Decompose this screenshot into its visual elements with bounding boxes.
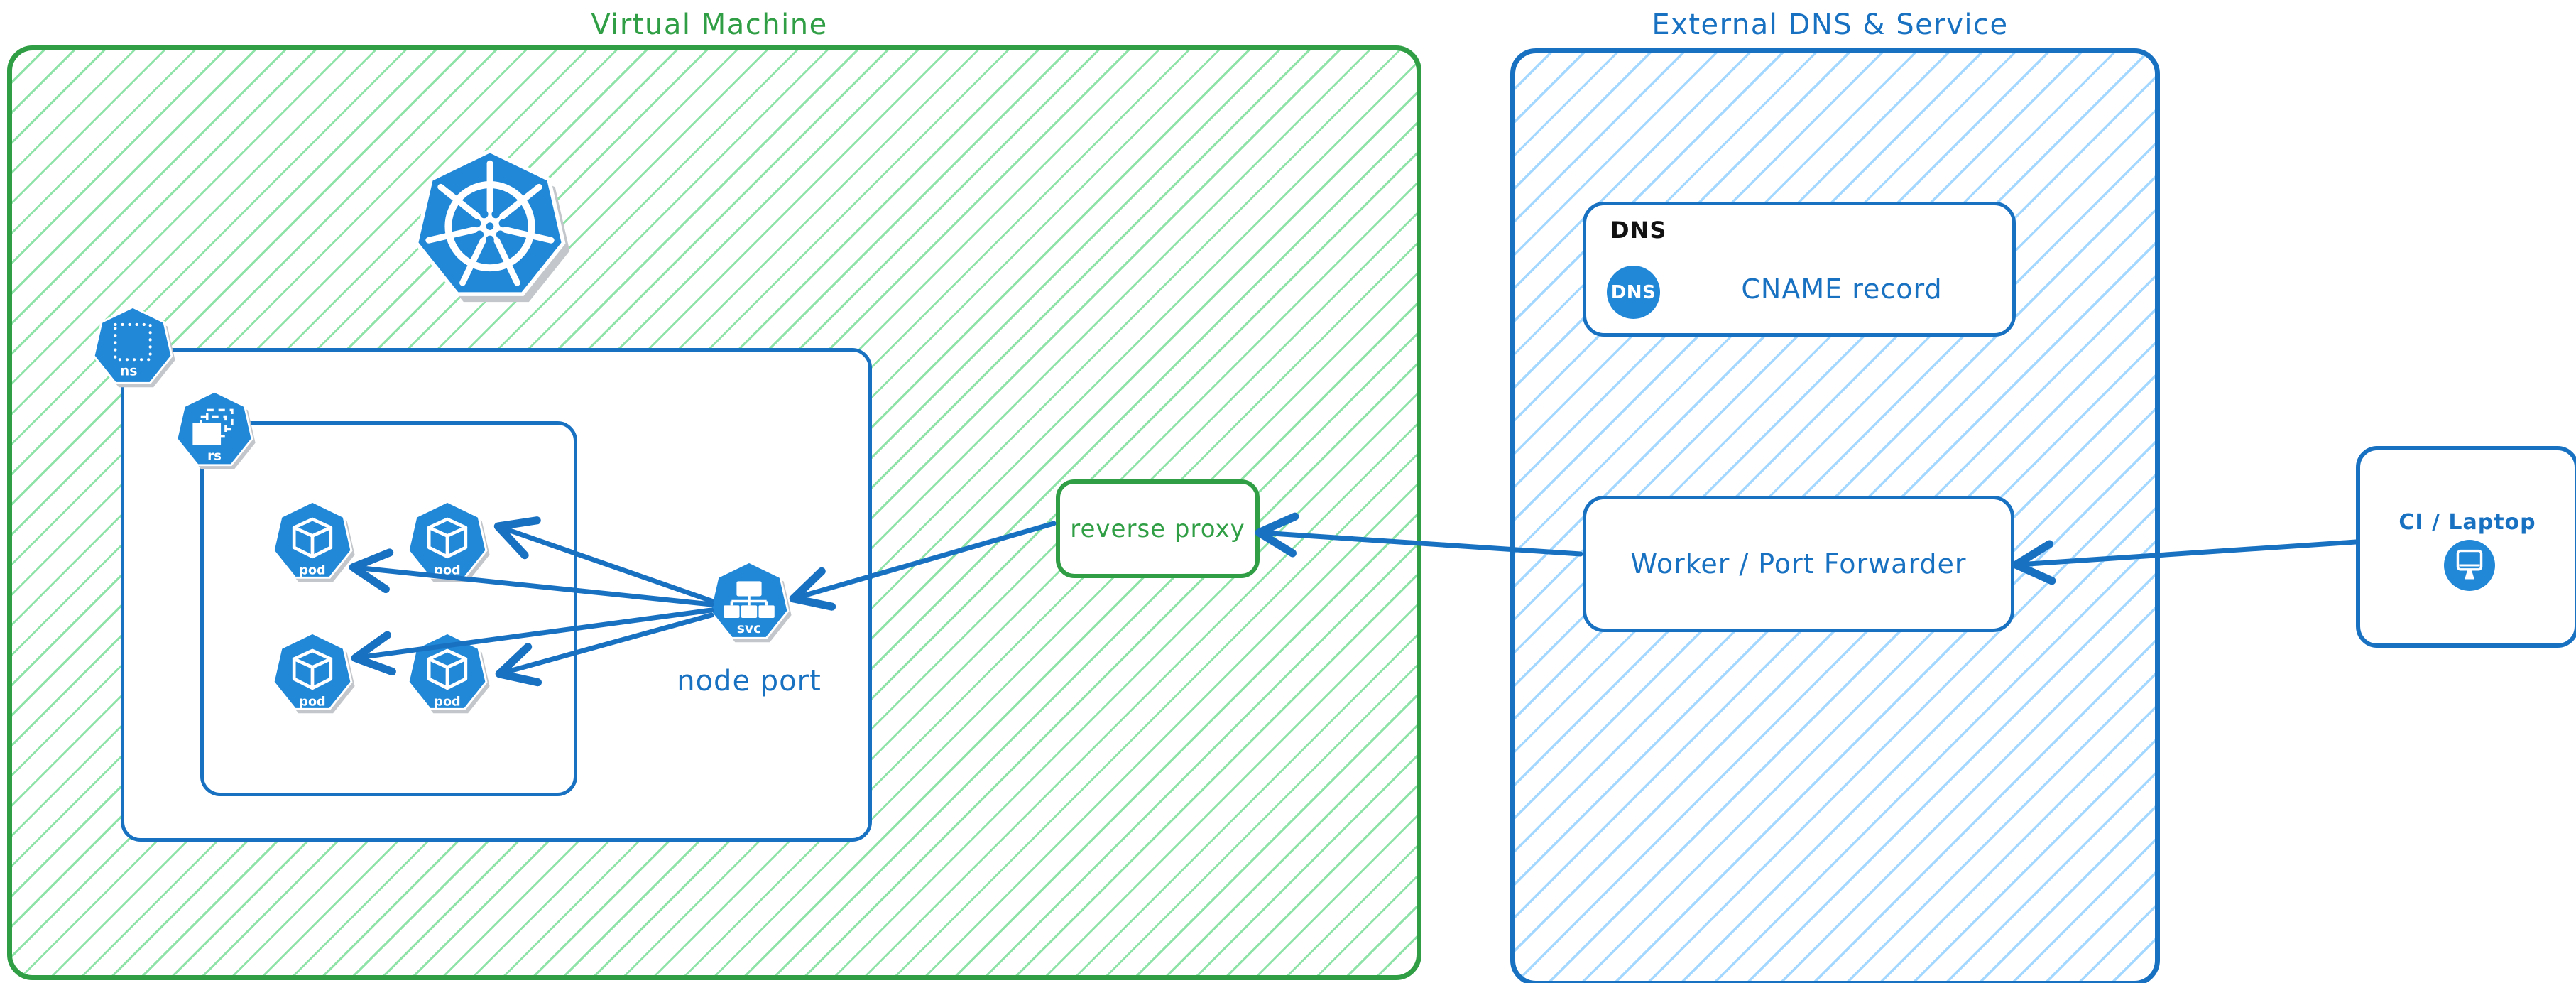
pod-icon-label: pod: [299, 695, 325, 709]
replicaset-box: [200, 421, 577, 796]
monitor-icon: [2444, 540, 2495, 591]
pod-icon-label: pod: [434, 563, 460, 577]
reverse-proxy-label: reverse proxy: [1070, 514, 1245, 543]
replicaset-icon: rs: [175, 390, 256, 470]
worker-label: Worker / Port Forwarder: [1630, 548, 1967, 580]
pod-icon-label: pod: [299, 563, 325, 577]
replicaset-icon-label: rs: [207, 449, 222, 464]
namespace-icon: ns: [92, 305, 176, 389]
pod-icon: pod: [272, 500, 356, 583]
dns-card-tag: DNS: [1610, 217, 1667, 244]
pod-icon-label: pod: [434, 695, 460, 709]
pod-icon: pod: [407, 500, 491, 583]
pod-icon: pod: [272, 631, 356, 715]
reverse-proxy-card: reverse proxy: [1056, 479, 1260, 578]
cname-record-label: CNAME record: [1741, 273, 1943, 305]
vm-region-title: Virtual Machine: [591, 9, 828, 41]
dns-card: DNS DNS CNAME record: [1583, 202, 2016, 337]
namespace-icon-label: ns: [120, 364, 138, 379]
pod-icon: pod: [407, 631, 491, 715]
worker-card: Worker / Port Forwarder: [1583, 496, 2014, 632]
dns-badge: DNS: [1607, 266, 1660, 319]
ci-label: CI / Laptop: [2398, 510, 2536, 535]
ci-card: CI / Laptop: [2356, 446, 2576, 648]
node-port-label: node port: [677, 665, 822, 697]
kubernetes-logo-icon: [408, 148, 572, 311]
service-icon: svc: [709, 560, 792, 643]
dns-badge-label: DNS: [1610, 281, 1657, 303]
service-icon-label: svc: [737, 621, 762, 636]
external-region-title: External DNS & Service: [1652, 9, 2009, 41]
